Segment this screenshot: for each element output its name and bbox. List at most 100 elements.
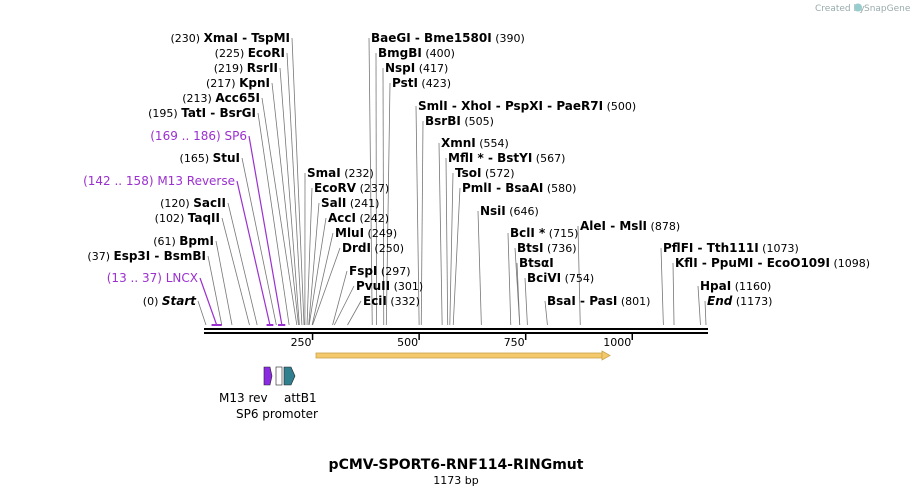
- cut-line-bmgbi: [375, 52, 377, 326]
- svg-text:EciI (332): EciI (332): [363, 294, 420, 308]
- enzyme-label-alei: AleI - MslI (878): [580, 219, 680, 233]
- orf-arrow: [315, 350, 611, 361]
- enzyme-label-smli: SmlI - XhoI - PspXI - PaeR7I (500): [418, 99, 636, 113]
- cut-line-ecori: [286, 52, 303, 326]
- enzyme-label-bcli: BclI * (715): [510, 226, 578, 240]
- svg-text:PflFI - Tth111I (1073): PflFI - Tth111I (1073): [663, 241, 799, 255]
- svg-text:DrdI (250): DrdI (250): [342, 241, 404, 255]
- enzyme-label-m13-reverse: (142 .. 158) M13 Reverse: [83, 174, 235, 188]
- cut-line-fspi: [332, 270, 348, 326]
- svg-text:(195) TatI - BsrGI: (195) TatI - BsrGI: [148, 106, 256, 120]
- enzyme-label-bpmi: (61) BpmI: [153, 234, 214, 248]
- enzyme-label-acc65i: (213) Acc65I: [182, 91, 260, 105]
- svg-text:NsiI (646): NsiI (646): [480, 204, 539, 218]
- svg-text:AleI - MslI (878): AleI - MslI (878): [580, 219, 680, 233]
- enzyme-label-xmni: XmnI (554): [441, 136, 509, 150]
- cut-line-psti: [385, 82, 391, 326]
- enzyme-label-pvuii: PvuII (301): [356, 279, 423, 293]
- cut-line-bsrbi: [420, 120, 424, 326]
- enzyme-label-end: End (1173): [707, 294, 772, 308]
- enzyme-label-kpni: (217) KpnI: [206, 76, 270, 90]
- svg-text:PmlI - BsaAI (580): PmlI - BsaAI (580): [462, 181, 576, 195]
- map-title: pCMV-SPORT6-RNF114-RINGmut: [329, 457, 584, 473]
- cut-line-xmni: [438, 142, 443, 326]
- enzyme-label-nsii: NsiI (646): [480, 204, 539, 218]
- svg-text:(169 .. 186) SP6: (169 .. 186) SP6: [150, 129, 247, 143]
- cut-line-pmli: [452, 187, 461, 326]
- cut-line-bcli: [507, 232, 512, 326]
- svg-text:MflI * - BstYI (567): MflI * - BstYI (567): [448, 151, 565, 165]
- svg-text:(102) TaqII: (102) TaqII: [155, 211, 220, 225]
- cut-line-drdi: [312, 247, 341, 326]
- enzyme-label-fspi: FspI (297): [349, 264, 410, 278]
- cut-line-bts-i: [516, 262, 521, 326]
- svg-text:NspI (417): NspI (417): [385, 61, 448, 75]
- cut-line-ecii: [347, 300, 362, 326]
- enzyme-label-pmli: PmlI - BsaAI (580): [462, 181, 576, 195]
- enzyme-label-lncx: (13 .. 37) LNCX: [107, 271, 198, 285]
- enzyme-label-mfli: MflI * - BstYI (567): [448, 151, 565, 165]
- svg-text:(230) XmaI - TspMI: (230) XmaI - TspMI: [171, 31, 290, 45]
- enzyme-label-acci: AccI (242): [328, 211, 389, 225]
- sp6-promoter-label: SP6 promoter: [236, 407, 318, 421]
- enzyme-label-sacii: (120) SacII: [160, 196, 226, 210]
- svg-text:PstI (423): PstI (423): [392, 76, 451, 90]
- snapgene-logo-icon: [854, 3, 862, 12]
- cut-line-pvuii: [333, 285, 355, 326]
- cut-line-m13-reverse: [236, 180, 271, 326]
- attb1-feature-icon: [283, 366, 296, 386]
- sequence-strand-bottom: [204, 332, 708, 334]
- svg-text:BsrBI (505): BsrBI (505): [425, 114, 494, 128]
- cut-line-pflfi: [660, 247, 664, 326]
- cut-line-tati: [257, 112, 290, 326]
- cut-line-bcivi: [524, 277, 528, 326]
- cut-line-bpmi: [215, 240, 233, 326]
- svg-text:(142 .. 158) M13 Reverse: (142 .. 158) M13 Reverse: [83, 174, 235, 188]
- cut-line-lncx: [199, 277, 218, 326]
- svg-text:KflI - PpuMI - EcoO109I: KflI - PpuMI - EcoO109I (1098): [675, 256, 870, 270]
- cut-line-esp3i: [207, 255, 223, 326]
- cut-line-smli: [415, 105, 420, 326]
- svg-text:BsaI - PasI (801): BsaI - PasI (801): [547, 294, 650, 308]
- enzyme-label-nspi: NspI (417): [385, 61, 448, 75]
- enzyme-label-smai: SmaI (232): [307, 166, 374, 180]
- svg-text:(13 .. 37) LNCX: (13 .. 37) LNCX: [107, 271, 198, 285]
- cut-line-nspi: [382, 67, 385, 326]
- cut-line-alei: [577, 225, 581, 326]
- tick-label: 750: [504, 336, 525, 349]
- svg-text:(61) BpmI: (61) BpmI: [153, 234, 214, 248]
- svg-text:BtsI (736): BtsI (736): [517, 241, 577, 255]
- enzyme-label-ecii: EciI (332): [363, 294, 420, 308]
- svg-text:BaeGI - Bme1580I (390): BaeGI - Bme1580I (390): [371, 31, 525, 45]
- cut-line-bsai: [544, 300, 548, 326]
- svg-text:PvuII (301): PvuII (301): [356, 279, 423, 293]
- sp6-promoter-icon: [275, 366, 283, 386]
- svg-text:(37) Esp3I - BsmBI: (37) Esp3I - BsmBI: [87, 249, 206, 263]
- svg-text:SalI (241): SalI (241): [321, 196, 379, 210]
- enzyme-label-bts-i: BtsαI: [519, 256, 554, 270]
- svg-text:(165) StuI: (165) StuI: [180, 151, 240, 165]
- m13rev-label: M13 rev: [219, 391, 268, 405]
- svg-text:SmaI (232): SmaI (232): [307, 166, 374, 180]
- enzyme-label-pflfi: PflFI - Tth111I (1073): [663, 241, 799, 255]
- svg-text:SmlI - XhoI - PspXI - Pa: SmlI - XhoI - PspXI - PaeR7I (500): [418, 99, 636, 113]
- enzyme-label-hpai: HpaI (1160): [700, 279, 771, 293]
- enzyme-label-sp6: (169 .. 186) SP6: [150, 129, 247, 143]
- svg-text:(120) SacII: (120) SacII: [160, 196, 226, 210]
- cut-line-hpai: [697, 285, 701, 326]
- svg-text:BtsαI: BtsαI: [519, 256, 554, 270]
- svg-text:BciVI (754): BciVI (754): [527, 271, 594, 285]
- enzyme-label-psti: PstI (423): [392, 76, 451, 90]
- cut-line-sali: [308, 202, 320, 326]
- enzyme-label-btsi: BtsI (736): [517, 241, 577, 255]
- cut-line-rsrii: [279, 67, 300, 326]
- svg-text:AccI (242): AccI (242): [328, 211, 389, 225]
- svg-text:TsoI (572): TsoI (572): [455, 166, 515, 180]
- enzyme-label-ecorv: EcoRV (237): [314, 181, 389, 195]
- enzyme-label-bmgbi: BmgBI (400): [378, 46, 455, 60]
- m13rev-feature-icon: [263, 366, 273, 386]
- svg-text:MluI (249): MluI (249): [335, 226, 397, 240]
- enzyme-labels: (230) XmaI - TspMI(225) EcoRI(219) RsrII…: [83, 31, 870, 308]
- cut-site-lines: [197, 37, 707, 326]
- enzyme-label-rsrii: (219) RsrII: [214, 61, 278, 75]
